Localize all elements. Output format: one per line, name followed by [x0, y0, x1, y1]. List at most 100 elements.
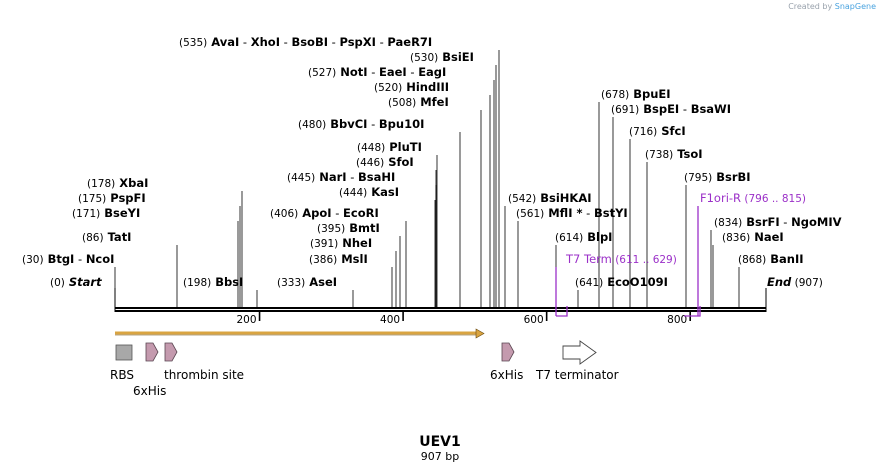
name-separator: -: [376, 35, 387, 49]
enzyme-name: NgoMIV: [791, 215, 841, 229]
end-name: End: [767, 275, 792, 289]
name-separator: -: [74, 252, 85, 266]
enzyme-name: BanII: [766, 252, 803, 266]
name-separator: -: [347, 170, 358, 184]
site-position: (836): [722, 232, 750, 244]
enzyme-name: MflI *: [544, 206, 582, 220]
cut-site-label: (520) HindIII: [374, 80, 449, 94]
his-tag-arrow-icon: [145, 342, 159, 362]
enzyme-name: ApoI: [298, 206, 331, 220]
start-label: (0) Start: [50, 275, 102, 289]
cut-site-label: (446) SfoI: [356, 155, 414, 169]
name-separator: -: [328, 35, 339, 49]
enzyme-name: BsaWI: [691, 102, 731, 116]
feature-label: thrombin site: [164, 368, 244, 382]
cut-site-label: (333) AseI: [277, 275, 337, 289]
cut-site-label: (386) MslI: [309, 252, 368, 266]
site-position: (395): [317, 223, 345, 235]
enzyme-name: BsiHKAI: [536, 191, 591, 205]
cut-site-label: (834) BsrFI - NgoMIV: [714, 215, 842, 229]
cut-site-label: (448) PluTI: [357, 140, 422, 154]
enzyme-name: NarI: [315, 170, 346, 184]
enzyme-name: SfoI: [384, 155, 413, 169]
primer-label: F1ori-R (796 .. 815): [700, 191, 806, 205]
enzyme-name: PluTI: [385, 140, 422, 154]
cut-site-label: (530) BsiEI: [410, 50, 474, 64]
enzyme-name: SfcI: [657, 124, 685, 138]
feature-label: T7 terminator: [535, 368, 619, 382]
snapgene-branding: Created by SnapGene: [788, 2, 876, 11]
enzyme-name: BsiEI: [438, 50, 474, 64]
ruler-tick-label: 800: [667, 314, 687, 326]
site-position: (834): [714, 217, 742, 229]
site-position: (561): [516, 208, 544, 220]
plasmid-length: 907 bp: [421, 450, 459, 463]
cut-site-label: (738) TsoI: [645, 147, 703, 161]
ruler-tick-label: 200: [237, 314, 257, 326]
cut-site-label: (178) XbaI: [87, 176, 148, 190]
cut-site-label: (391) NheI: [310, 236, 372, 250]
feature-label: RBS: [110, 368, 134, 382]
site-position: (542): [508, 193, 536, 205]
enzyme-name: NaeI: [750, 230, 783, 244]
site-position: (530): [410, 52, 438, 64]
enzyme-name: TatI: [104, 230, 132, 244]
name-separator: -: [583, 206, 594, 220]
enzyme-name: BseYI: [100, 206, 140, 220]
site-position: (508): [388, 97, 416, 109]
enzyme-name: MfeI: [416, 95, 449, 109]
enzyme-name: PaeR7I: [387, 35, 432, 49]
cut-site-label: (198) BbsI: [183, 275, 243, 289]
primer-binding-mark: [684, 306, 701, 317]
enzyme-name: EcoO109I: [603, 275, 668, 289]
site-position: (716): [629, 126, 657, 138]
primer-binding-mark: [556, 306, 568, 317]
cut-site-label: (508) MfeI: [388, 95, 449, 109]
feature-label: 6xHis: [490, 368, 523, 382]
site-position: (738): [645, 149, 673, 161]
cut-site-label: (716) SfcI: [629, 124, 686, 138]
enzyme-name: BpuEI: [629, 87, 670, 101]
enzyme-name: PspFI: [106, 191, 145, 205]
site-position: (614): [555, 232, 583, 244]
enzyme-name: BsoBI: [291, 35, 328, 49]
start-name: Start: [65, 275, 102, 289]
site-position: (535): [179, 37, 207, 49]
site-position: (448): [357, 142, 385, 154]
name-separator: -: [780, 215, 791, 229]
site-position: (868): [738, 254, 766, 266]
his-tag-arrow-icon: [501, 342, 515, 362]
name-separator: -: [239, 35, 250, 49]
primer-range: (611 .. 629): [612, 254, 677, 266]
cut-site-label: (678) BpuEI: [601, 87, 671, 101]
cut-site-label: (535) AvaI - XhoI - BsoBI - PspXI - PaeR…: [179, 35, 432, 49]
enzyme-name: EcoRI: [343, 206, 379, 220]
enzyme-name: EaeI: [379, 65, 407, 79]
cut-site-label: (86) TatI: [82, 230, 131, 244]
name-separator: -: [332, 206, 343, 220]
site-position: (795): [684, 172, 712, 184]
name-separator: -: [368, 65, 379, 79]
cut-site-label: (395) BmtI: [317, 221, 380, 235]
enzyme-name: BlpI: [583, 230, 612, 244]
ruler-tick-label: 400: [380, 314, 400, 326]
name-separator: -: [679, 102, 690, 116]
cut-site-label: (175) PspFI: [78, 191, 146, 205]
cut-site-label: (691) BspEI - BsaWI: [611, 102, 731, 116]
enzyme-name: BbvCI: [326, 117, 367, 131]
enzyme-name: EagI: [418, 65, 446, 79]
end-position: (907): [791, 277, 823, 289]
thrombin-site-arrow-icon: [164, 342, 178, 362]
name-separator: -: [280, 35, 291, 49]
cut-site-label: (171) BseYI: [72, 206, 140, 220]
cut-site-label: (527) NotI - EaeI - EagI: [308, 65, 446, 79]
enzyme-name: XhoI: [251, 35, 280, 49]
cut-site-lines: [114, 50, 740, 308]
site-position: (178): [87, 178, 115, 190]
name-separator: -: [407, 65, 418, 79]
enzyme-name: XbaI: [115, 176, 148, 190]
enzyme-name: KasI: [367, 185, 399, 199]
created-by-text: Created by: [788, 2, 833, 11]
primer-label: T7 Term (611 .. 629): [565, 252, 677, 266]
